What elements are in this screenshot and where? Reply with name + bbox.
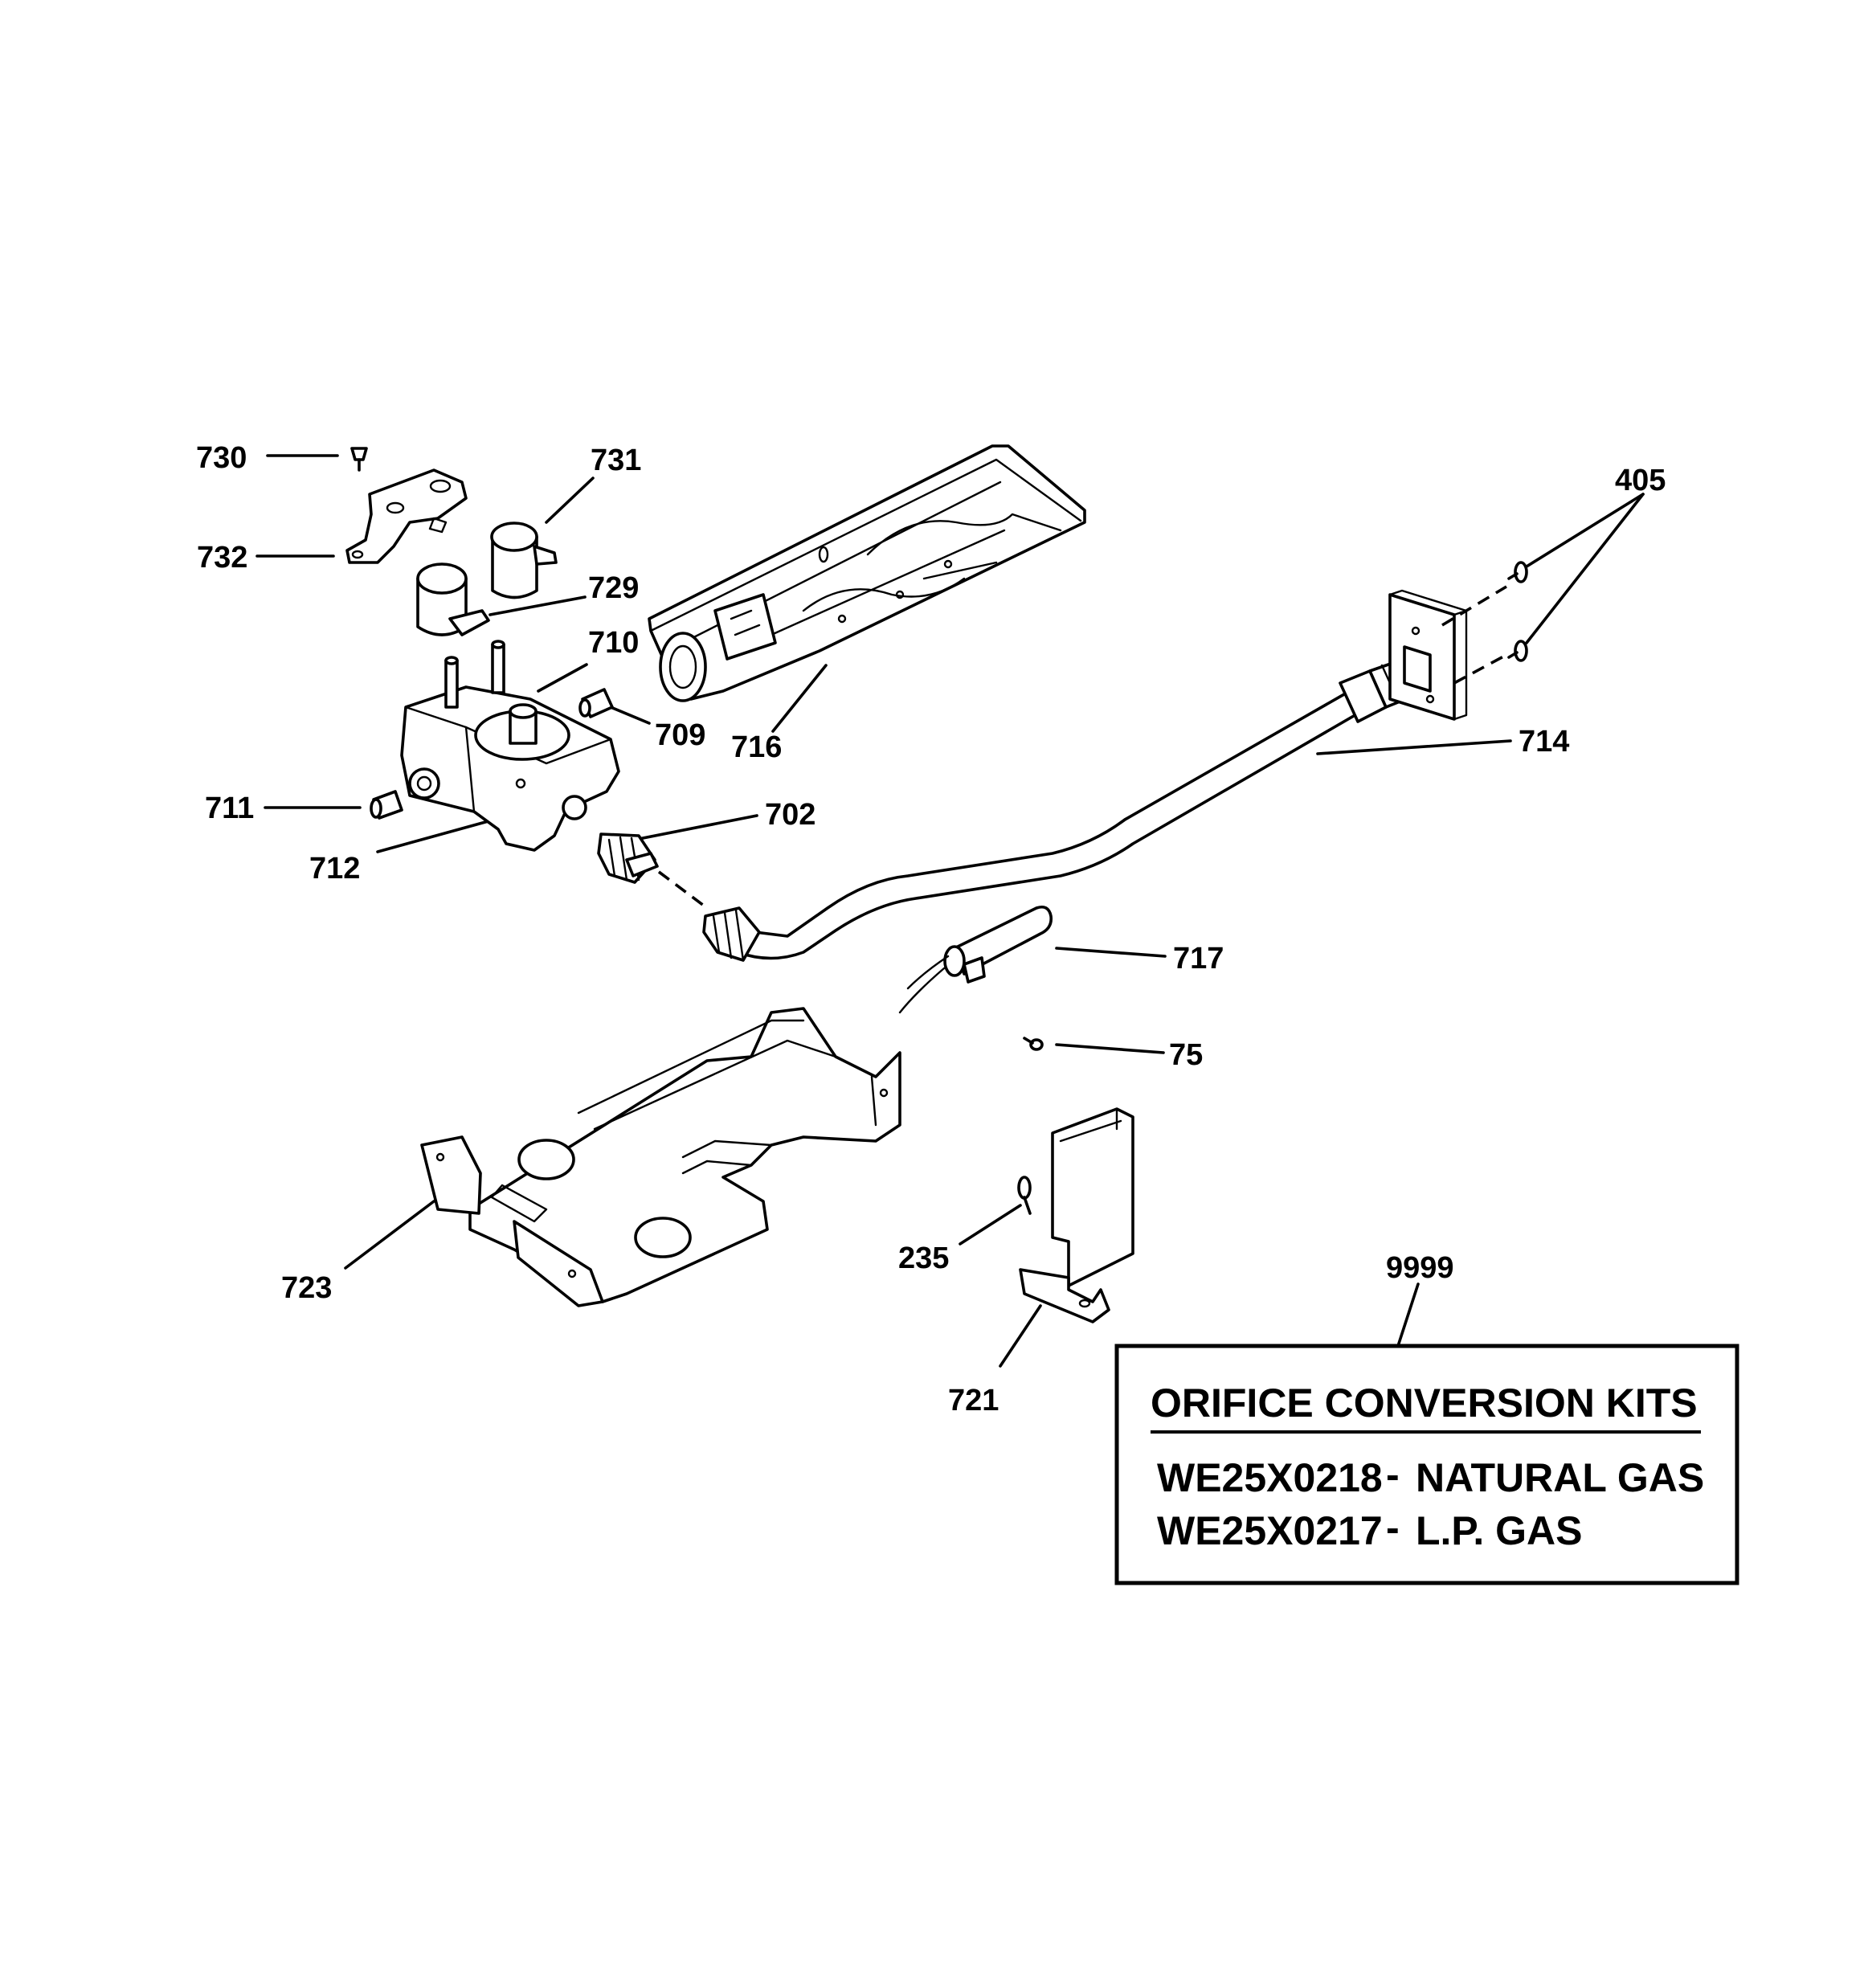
callout-405: 405 [1615, 464, 1666, 497]
bracket-plate-723 [420, 1007, 901, 1307]
screw-730 [350, 447, 368, 472]
kit-row-lp-gas: WE25X0217 - L.P. GAS [1157, 1505, 1582, 1553]
orifice-conversion-kit-box: ORIFICE CONVERSION KITS WE25X0218 - NATU… [1114, 1344, 1739, 1585]
kit-gas-type: L.P. GAS [1416, 1508, 1582, 1553]
callout-721: 721 [948, 1384, 999, 1417]
callout-723: 723 [281, 1271, 332, 1305]
callout-732: 732 [197, 541, 247, 575]
shield-721 [1019, 1107, 1134, 1323]
callout-714: 714 [1519, 725, 1569, 759]
screw-235 [1017, 1176, 1032, 1215]
burner-716 [648, 444, 1086, 702]
fitting-702 [597, 832, 659, 884]
kit-row-natural-gas: WE25X0218 - NATURAL GAS [1157, 1452, 1704, 1500]
orifice-709 [578, 688, 614, 718]
callout-709: 709 [655, 718, 705, 752]
kit-part-number: WE25X0217 [1157, 1508, 1383, 1553]
coil-731 [490, 522, 558, 599]
igniter-717 [898, 905, 1053, 1014]
orifice-711 [370, 790, 403, 820]
callout-710: 710 [588, 626, 639, 660]
screw-75 [1023, 1037, 1044, 1051]
leader-lines [255, 454, 1645, 1368]
callout-717: 717 [1173, 942, 1224, 976]
callout-labels: 730 731 732 729 710 709 716 405 714 711 … [196, 441, 1666, 1417]
screw-405-top [1507, 561, 1528, 583]
kit-part-number: WE25X0218 [1157, 1455, 1383, 1500]
kit-box-title: ORIFICE CONVERSION KITS [1151, 1381, 1698, 1426]
callout-729: 729 [588, 571, 639, 605]
bracket-732 [345, 468, 468, 564]
callout-712: 712 [309, 852, 360, 886]
callout-9999: 9999 [1386, 1251, 1454, 1285]
kit-gas-type: NATURAL GAS [1416, 1455, 1704, 1500]
screw-405-bottom [1507, 640, 1528, 662]
gas-tube-714 [702, 589, 1468, 962]
callout-711: 711 [205, 792, 254, 825]
callout-716: 716 [731, 730, 782, 764]
valve-body-712 [400, 640, 620, 852]
callout-235: 235 [898, 1241, 949, 1275]
callout-730: 730 [196, 441, 247, 475]
coil-729 [416, 562, 490, 636]
kit-separator: - [1386, 1505, 1400, 1550]
callout-702: 702 [765, 798, 816, 832]
callout-75: 75 [1169, 1038, 1203, 1072]
callout-731: 731 [591, 444, 641, 477]
kit-separator: - [1386, 1452, 1400, 1497]
